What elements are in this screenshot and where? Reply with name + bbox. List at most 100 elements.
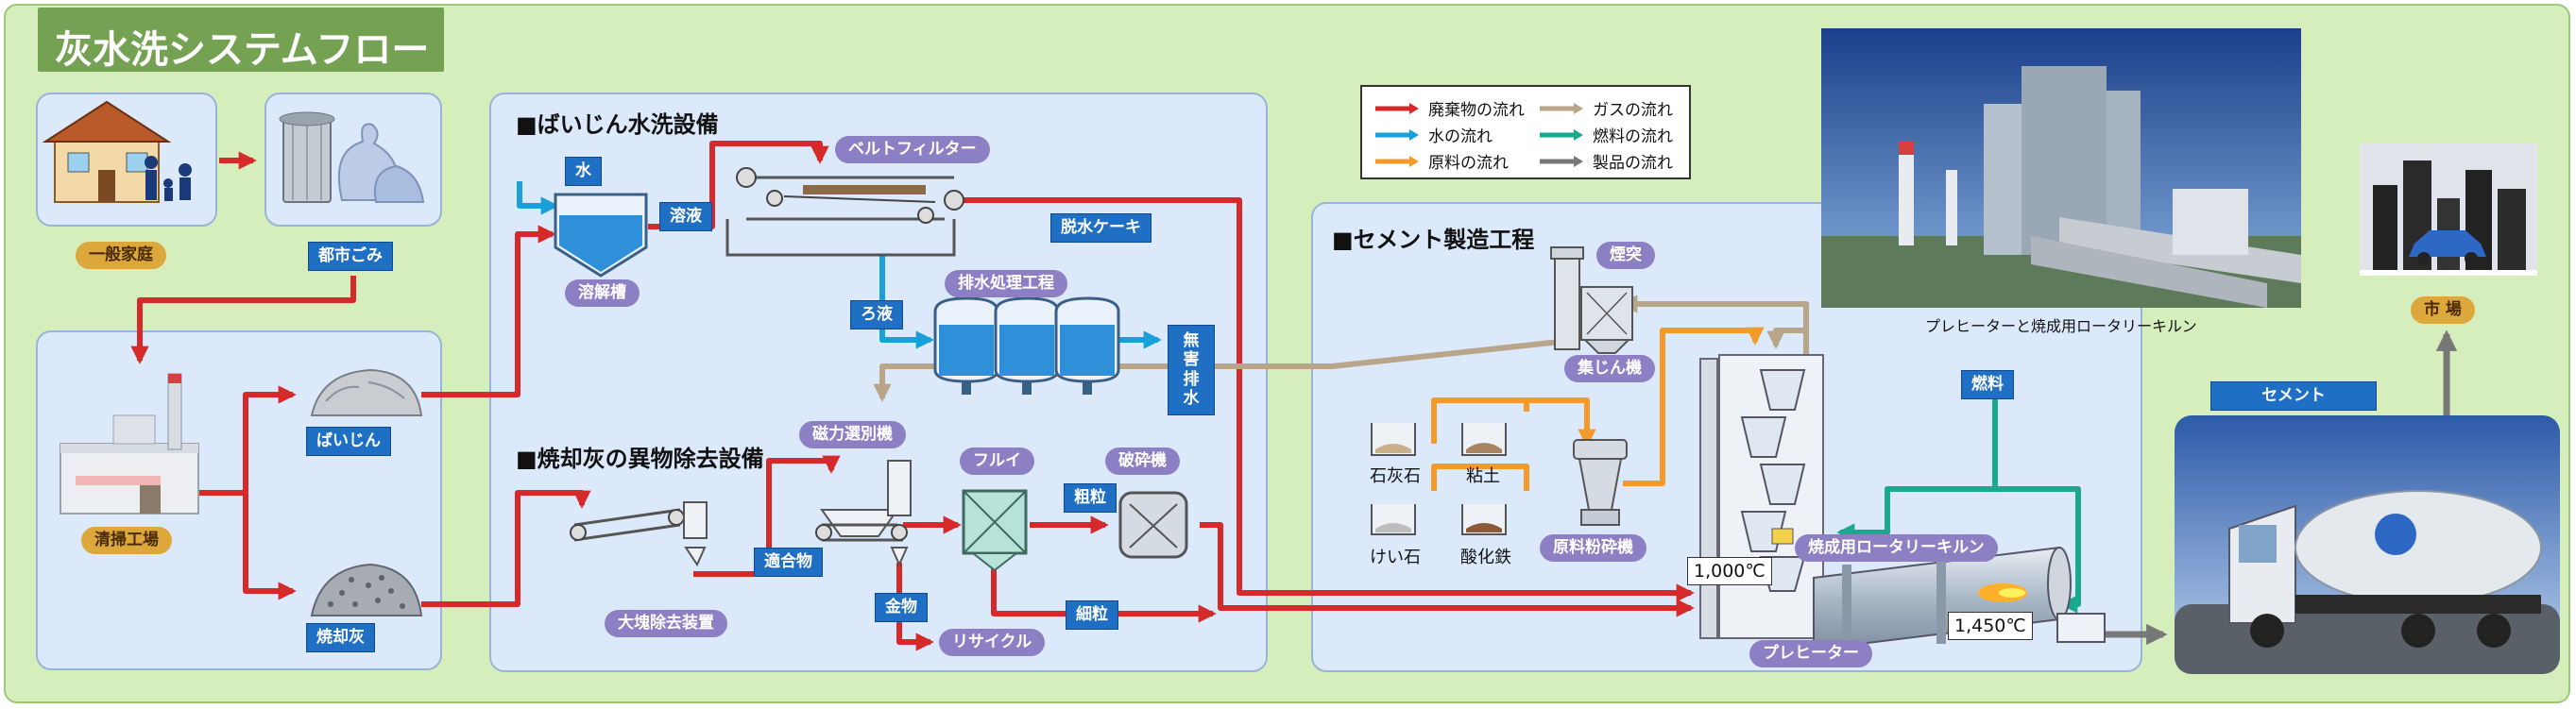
label-large-remover: 大塊除去装置 [605,610,727,637]
dust-collector [1580,286,1633,354]
market-illustration [2360,143,2537,276]
dissolve-tank [554,193,648,278]
temp-kiln: 1,450℃ [1948,612,2033,640]
flow-water-to-tank [517,181,559,215]
flow-raw-bottom [1431,464,1529,491]
flow-fuel-to-calciner [1836,486,1995,542]
temp-preheater: 1,000℃ [1687,557,1772,585]
garbage-illustration [279,111,425,203]
label-fly-ash: ばいじん [306,427,391,456]
label-clay: 粘土 [1466,466,1500,486]
label-metal: 金物 [875,593,928,622]
preheater-tower [1699,354,1824,639]
flow-filtrate-to-treatment [879,255,934,349]
legend-label: 製品の流れ [1593,154,1673,173]
title-tab [38,8,444,72]
flow-remover-to-magnet [693,455,841,577]
label-fine: 細粒 [1066,600,1118,630]
label-fuel: 燃料 [1961,370,2014,399]
flow-crusher-to-kiln [1200,522,1695,617]
wastewater-tanks [933,296,1120,395]
label-incin-ash: 焼却灰 [306,623,375,652]
legend-arrow-icon [1375,155,1419,167]
label-plant: 清掃工場 [81,527,172,554]
legend-label: 廃棄物の流れ [1428,101,1525,120]
label-preheater: プレヒーター [1749,640,1872,667]
house-illustration [42,100,192,203]
label-belt-filter: ベルトフィルター [835,136,990,163]
label-water: 水 [565,157,602,186]
flow-incinash-to-remover [421,490,591,607]
belt-filter [725,167,964,257]
label-market: 市 場 [2411,296,2475,324]
legend-item-water: 水の流れ [1373,123,1493,146]
legend-label: 原料の流れ [1428,154,1509,173]
label-limestone: 石灰石 [1370,466,1421,486]
page-title: 灰水洗システムフロー [55,28,430,72]
label-recycle: リサイクル [939,629,1046,656]
legend-label: 燃料の流れ [1593,127,1673,146]
magnet-separator [815,460,912,567]
crusher [1118,491,1188,559]
large-remover [570,501,708,567]
flow-gas-preheater [1766,328,1806,349]
photo-caption: プレヒーターと焼成用ロータリーキルン [1925,317,2197,335]
label-wastewater-process: 排水処理工程 [945,270,1067,297]
label-chimney: 煙突 [1596,242,1655,269]
label-solution: 溶液 [659,202,712,231]
legend: 廃棄物の流れ ガスの流れ 水の流れ 燃料の流れ 原料の流れ 製品の流れ [1360,85,1691,179]
label-harmless-drain: 無害排水 [1168,325,1215,415]
label-magnet-separator: 磁力選別機 [799,421,906,448]
plant-photo [1821,28,2301,308]
section-title-cement: ■セメント製造工程 [1332,227,1535,253]
plant-illustration [60,373,199,515]
section-title-foreign-removal: ■焼却灰の異物除去設備 [516,446,764,472]
legend-item-product: 製品の流れ [1538,149,1673,173]
label-garbage: 都市ごみ [308,242,393,271]
label-sieve: フルイ [960,447,1034,475]
label-crusher: 破砕機 [1105,447,1180,475]
flow-flyash-to-tank [421,225,556,397]
label-dust-collector: 集じん機 [1564,355,1655,382]
flow-fuel-to-kiln [1992,397,2081,614]
label-filtrate: ろ液 [850,300,903,329]
flow-raw-top [1431,397,1529,412]
legend-arrow-icon [1540,128,1583,141]
fly-ash-pile [310,368,423,416]
flow-raw-to-mill [1431,397,1587,444]
legend-arrow-icon [1540,155,1583,167]
flow-sieve-fine [991,565,1217,623]
label-kiln: 焼成用ロータリーキルン [1795,534,1998,562]
legend-arrow-icon [1375,102,1419,114]
label-household: 一般家庭 [76,242,166,269]
flow-gas-to-dust [1619,295,1809,370]
label-silica: けい石 [1370,548,1421,567]
legend-arrow-icon [1375,128,1419,141]
label-dewatered-cake: 脱水ケーキ [1050,213,1152,243]
sieve [962,489,1028,572]
legend-label: 水の流れ [1428,127,1493,146]
raw-bins [1371,423,1507,535]
section-title-ash-wash: ■ばいじん水洗設備 [516,111,719,138]
incin-ash-pile [310,563,423,616]
legend-item-raw: 原料の流れ [1373,149,1509,173]
label-dissolve-tank: 溶解槽 [565,279,640,307]
legend-arrow-icon [1540,102,1583,114]
chimney [1550,246,1584,350]
flow-plant-to-flyash [198,385,297,496]
legend-label: ガスの流れ [1593,101,1673,120]
legend-item-gas: ガスの流れ [1538,96,1673,120]
label-cement: セメント [2210,381,2377,411]
flow-plant-to-incinash [243,493,297,600]
label-suitable: 適合物 [754,548,823,577]
label-iron-oxide: 酸化鉄 [1460,548,1511,567]
label-raw-mill: 原料粉砕機 [1540,534,1646,562]
flow-cake-to-kiln [952,197,1695,602]
flow-magnet-to-recycle [896,563,934,651]
flow-garbage-to-plant [130,276,356,364]
flow-mill-to-preheater [1623,327,1765,486]
legend-item-fuel: 燃料の流れ [1538,123,1673,146]
cement-truck-photo [2175,415,2560,674]
legend-item-waste: 廃棄物の流れ [1373,96,1525,120]
